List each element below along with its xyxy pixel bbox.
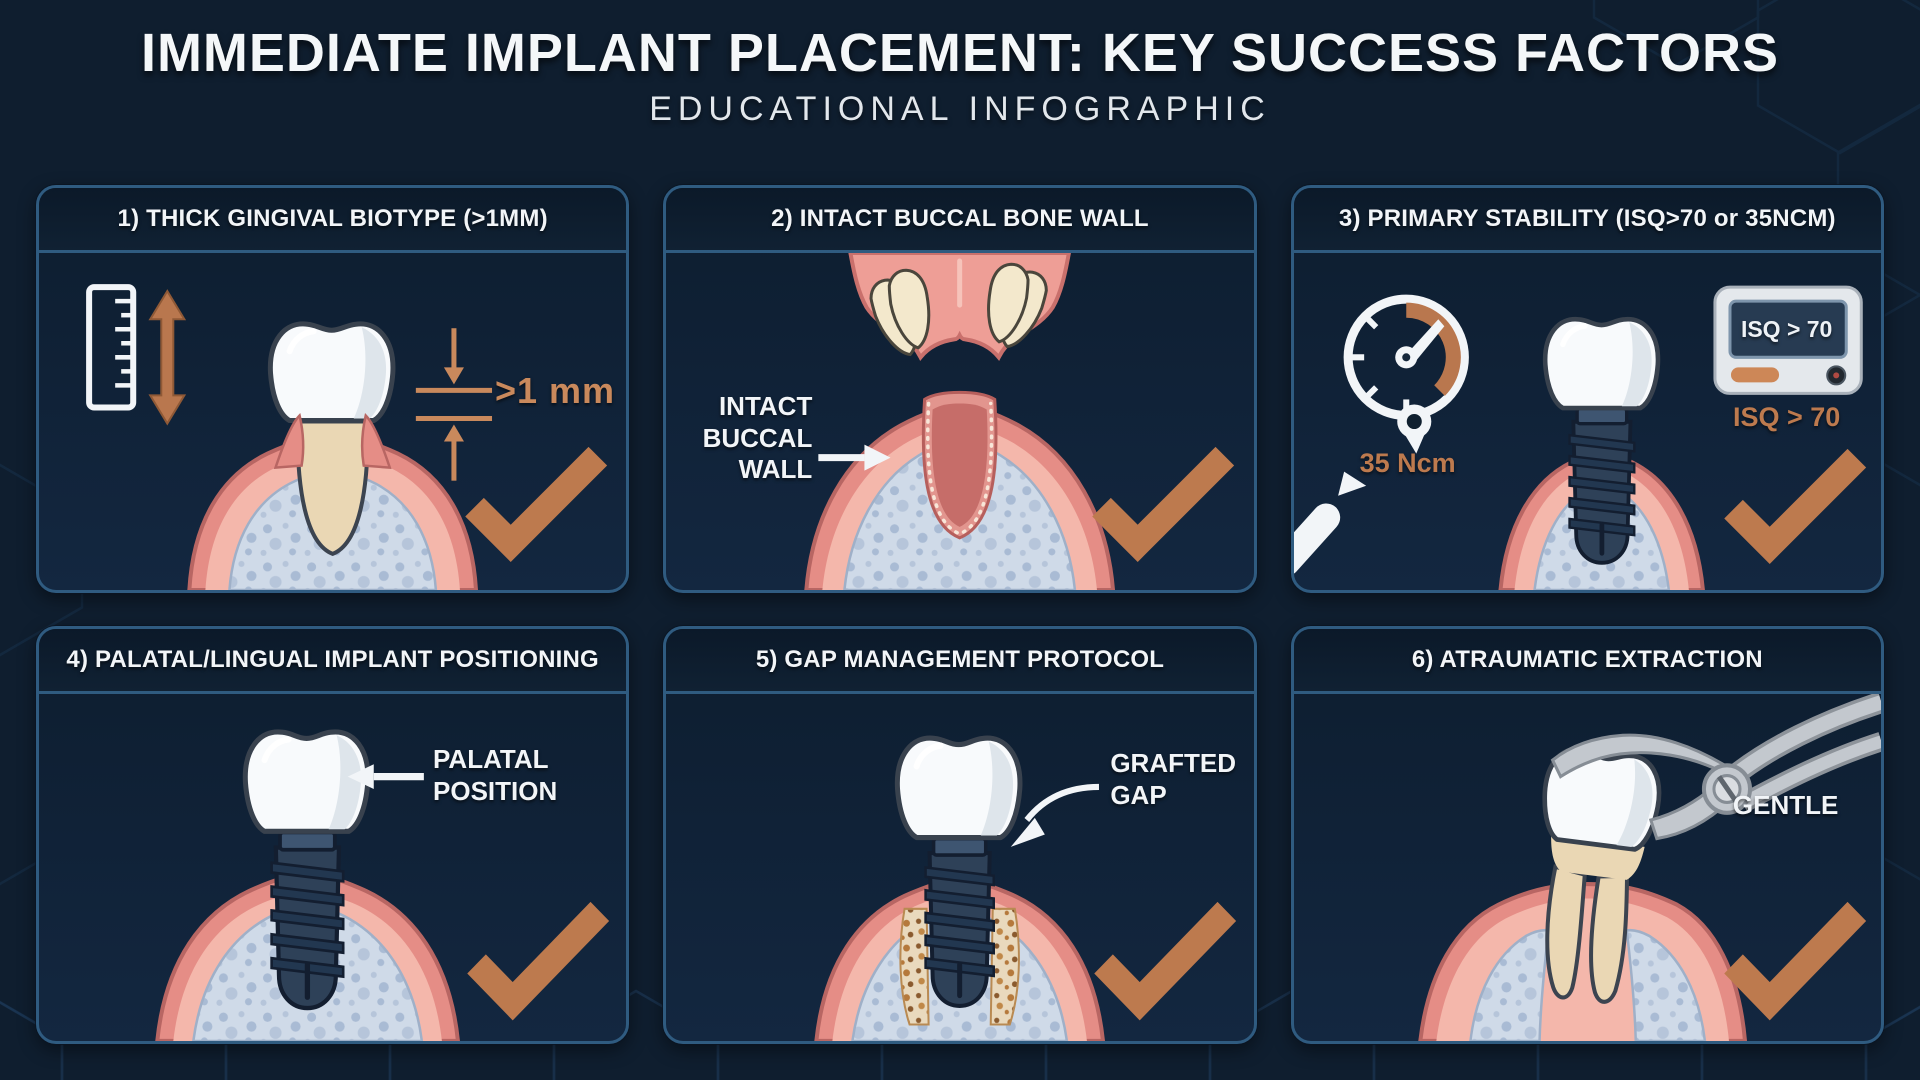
panel-3-header: 3) PRIMARY STABILITY (ISQ>70 or 35NCM) [1293,188,1881,253]
page-subtitle: EDUCATIONAL INFOGRAPHIC [649,90,1271,128]
measurement-arrows [415,328,493,481]
torque-wrench-handle [1293,471,1366,577]
torque-value-label: 35 Ncm [1359,448,1456,478]
panel-4-header: 4) PALATAL/LINGUAL IMPLANT POSITIONING [39,629,627,694]
checkmark-icon [1733,458,1856,545]
panel-primary-stability: 3) PRIMARY STABILITY (ISQ>70 or 35NCM) [1290,185,1884,593]
panel-1-header: 1) THICK GINGIVAL BIOTYPE (>1MM) [39,188,627,253]
panel-1-body: >1 mm [39,253,626,590]
checkmark-icon [475,456,598,543]
panel-atraumatic-extraction: 6) ATRAUMATIC EXTRACTION [1290,626,1884,1044]
page-title: IMMEDIATE IMPLANT PLACEMENT: KEY SUCCESS… [140,23,1780,83]
panel-gap-management: 5) GAP MANAGEMENT PROTOCOL [663,626,1257,1044]
checkmark-icon [1733,911,1856,1001]
gum-ridge [1417,881,1747,1041]
tooth-illustration [270,324,393,557]
gingival-biotype-illustration [86,284,626,590]
checkmark-icon [1104,911,1227,1001]
double-arrow-icon [148,289,187,426]
gentle-label: GENTLE [1732,790,1839,820]
palatal-positioning-illustration [155,694,626,1041]
grafted-gap-label: GRAFTED GAP [1110,748,1236,810]
panel-4-body: PALATAL POSITION [39,694,626,1041]
panel-5-header: 5) GAP MANAGEMENT PROTOCOL [666,629,1254,694]
panel-6-header: 6) ATRAUMATIC EXTRACTION [1293,629,1881,694]
arrow-down-left-icon [1011,783,1100,847]
panel-2-body: INTACT BUCCAL WALL [666,253,1253,590]
panel-thick-gingival-biotype: 1) THICK GINGIVAL BIOTYPE (>1MM) [36,185,630,593]
isq-device [1713,285,1863,395]
ruler-icon [86,284,137,411]
primary-stability-illustration [1293,285,1881,590]
buccal-wall-label: INTACT BUCCAL WALL [702,391,813,485]
palatal-position-label: PALATAL POSITION [433,744,558,806]
forceps-icon [1550,694,1881,841]
atraumatic-extraction-illustration [1417,694,1881,1041]
torque-gauge-icon [1293,294,1469,577]
panel-intact-buccal-bone-wall: 2) INTACT BUCCAL BONE WALL [663,185,1257,593]
graft-material [899,907,1021,1026]
checkmark-icon [477,911,600,1001]
panel-1-title: 1) THICK GINGIVAL BIOTYPE (>1MM) [117,205,548,232]
isq-value-label: ISQ > 70 [1732,402,1841,432]
extraction-socket [922,390,998,540]
panel-5-body: GRAFTED GAP [666,694,1253,1041]
arrow-left-icon [347,764,424,790]
panel-5-title: 5) GAP MANAGEMENT PROTOCOL [755,646,1165,673]
gap-management-illustration [814,694,1253,1041]
panel-3-body: 35 Ncm ISQ > 70 ISQ > 70 [1293,253,1881,590]
buccal-wall-illustration [804,253,1253,590]
panel-2-header: 2) INTACT BUCCAL BONE WALL [666,188,1254,253]
arrow-right-icon [818,444,891,471]
panel-grid: 1) THICK GINGIVAL BIOTYPE (>1MM) [36,185,1884,1044]
panel-6-body: GENTLE [1294,694,1881,1041]
panel-2-title: 2) INTACT BUCCAL BONE WALL [771,205,1149,232]
isq-screen-readout: ISQ > 70 [1740,316,1833,342]
upper-jaw-illustration [848,253,1072,363]
panel-palatal-positioning: 4) PALATAL/LINGUAL IMPLANT POSITIONING [36,626,630,1044]
checkmark-icon [1102,456,1225,543]
panel-6-title: 6) ATRAUMATIC EXTRACTION [1411,646,1763,673]
panel-3-title: 3) PRIMARY STABILITY (ISQ>70 or 35NCM) [1338,205,1836,232]
panel-4-title: 4) PALATAL/LINGUAL IMPLANT POSITIONING [66,646,599,673]
measurement-label: >1 mm [495,370,616,411]
extracted-tooth [1521,746,1664,1004]
